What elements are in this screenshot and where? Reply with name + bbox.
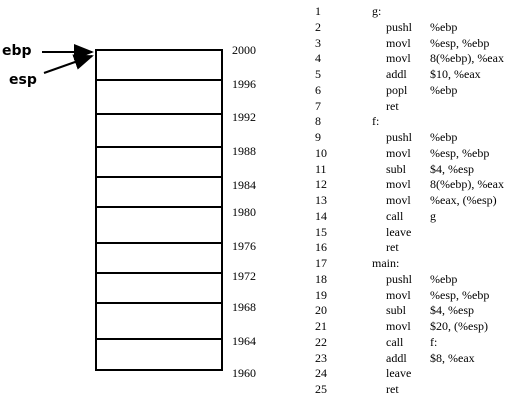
code-label: f: bbox=[372, 114, 380, 128]
stack-address: 1968 bbox=[232, 300, 256, 314]
stack-slot bbox=[95, 208, 223, 244]
instruction-operands: %eax, (%esp) bbox=[430, 193, 497, 207]
stack-slot bbox=[95, 244, 223, 274]
stack-slot bbox=[95, 79, 223, 115]
esp-label: esp bbox=[9, 72, 37, 88]
instruction-opcode: pushl bbox=[386, 20, 413, 34]
stack-slot bbox=[95, 49, 223, 81]
instruction-opcode: pushl bbox=[386, 130, 413, 144]
line-number: 25 bbox=[315, 382, 327, 396]
stack-slot bbox=[95, 115, 223, 148]
instruction-opcode: ret bbox=[386, 240, 399, 254]
instruction-opcode: movl bbox=[386, 288, 411, 302]
line-number: 4 bbox=[315, 51, 321, 65]
line-number: 20 bbox=[315, 303, 327, 317]
instruction-opcode: movl bbox=[386, 146, 411, 160]
line-number: 7 bbox=[315, 99, 321, 113]
instruction-operands: %ebp bbox=[430, 272, 458, 286]
line-number: 8 bbox=[315, 114, 321, 128]
instruction-operands: %ebp bbox=[430, 20, 458, 34]
instruction-opcode: call bbox=[386, 209, 404, 223]
instruction-operands: $8, %eax bbox=[430, 351, 475, 365]
line-number: 16 bbox=[315, 240, 327, 254]
line-number: 6 bbox=[315, 83, 321, 97]
instruction-opcode: movl bbox=[386, 193, 411, 207]
instruction-operands: g bbox=[430, 209, 436, 223]
code-label: main: bbox=[372, 256, 400, 270]
stack-slot bbox=[95, 304, 223, 340]
instruction-operands: %esp, %ebp bbox=[430, 36, 490, 50]
line-number: 21 bbox=[315, 319, 327, 333]
instruction-operands: 8(%ebp), %eax bbox=[430, 177, 504, 191]
instruction-opcode: addl bbox=[386, 351, 407, 365]
code-label: g: bbox=[372, 4, 382, 18]
line-number: 17 bbox=[315, 256, 327, 270]
instruction-opcode: subl bbox=[386, 303, 407, 317]
instruction-operands: f: bbox=[430, 335, 438, 349]
line-number: 14 bbox=[315, 209, 327, 223]
line-number: 18 bbox=[315, 272, 327, 286]
esp-arrow bbox=[43, 54, 94, 74]
instruction-opcode: ret bbox=[386, 382, 399, 396]
line-number: 23 bbox=[315, 351, 327, 365]
line-number: 11 bbox=[315, 162, 327, 176]
instruction-opcode: addl bbox=[386, 67, 407, 81]
stack-address: 1960 bbox=[232, 366, 256, 380]
line-number: 15 bbox=[315, 225, 327, 239]
stack-address: 1976 bbox=[232, 239, 256, 253]
line-number: 13 bbox=[315, 193, 327, 207]
stack-slot bbox=[95, 274, 223, 304]
instruction-operands: %esp, %ebp bbox=[430, 146, 490, 160]
instruction-operands: %esp, %ebp bbox=[430, 288, 490, 302]
instruction-opcode: leave bbox=[386, 225, 412, 239]
line-number: 9 bbox=[315, 130, 321, 144]
instruction-opcode: popl bbox=[386, 83, 408, 97]
line-number: 12 bbox=[315, 177, 327, 191]
stack-slot bbox=[95, 340, 223, 371]
line-number: 19 bbox=[315, 288, 327, 302]
stack-address: 1996 bbox=[232, 77, 256, 91]
stack-address: 1964 bbox=[232, 334, 256, 348]
stack-address: 2000 bbox=[232, 43, 256, 57]
line-number: 3 bbox=[315, 36, 321, 50]
instruction-opcode: movl bbox=[386, 36, 411, 50]
stack-address: 1992 bbox=[232, 110, 256, 124]
stack-address: 1988 bbox=[232, 144, 256, 158]
instruction-opcode: movl bbox=[386, 319, 411, 333]
instruction-operands: $4, %esp bbox=[430, 162, 474, 176]
stack-slot bbox=[95, 178, 223, 208]
stack-slot bbox=[95, 148, 223, 178]
stack-address: 1984 bbox=[232, 178, 256, 192]
line-number: 5 bbox=[315, 67, 321, 81]
stack-address: 1972 bbox=[232, 269, 256, 283]
line-number: 24 bbox=[315, 366, 327, 380]
instruction-opcode: pushl bbox=[386, 272, 413, 286]
instruction-operands: $20, (%esp) bbox=[430, 319, 488, 333]
instruction-opcode: call bbox=[386, 335, 404, 349]
instruction-opcode: subl bbox=[386, 162, 407, 176]
ebp-label: ebp bbox=[2, 43, 32, 59]
line-number: 22 bbox=[315, 335, 327, 349]
instruction-opcode: ret bbox=[386, 99, 399, 113]
instruction-operands: $4, %esp bbox=[430, 303, 474, 317]
instruction-operands: %ebp bbox=[430, 130, 458, 144]
instruction-operands: 8(%ebp), %eax bbox=[430, 51, 504, 65]
instruction-operands: %ebp bbox=[430, 83, 458, 97]
instruction-operands: $10, %eax bbox=[430, 67, 481, 81]
stack-address: 1980 bbox=[232, 205, 256, 219]
instruction-opcode: movl bbox=[386, 177, 411, 191]
instruction-opcode: movl bbox=[386, 51, 411, 65]
line-number: 10 bbox=[315, 146, 327, 160]
instruction-opcode: leave bbox=[386, 366, 412, 380]
line-number: 1 bbox=[315, 4, 321, 18]
line-number: 2 bbox=[315, 20, 321, 34]
